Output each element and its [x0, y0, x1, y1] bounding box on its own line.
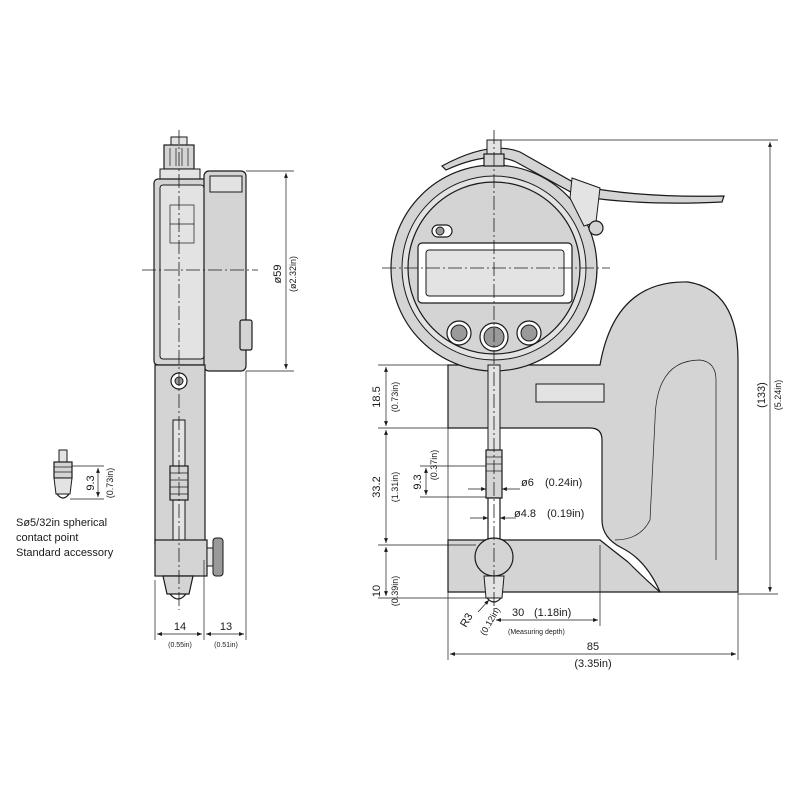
total-height-label: (133): [756, 382, 768, 408]
depth-note: (Measuring depth): [508, 629, 565, 636]
accessory-note-line2: contact point: [16, 532, 78, 544]
upper-gap-label: 18.5: [371, 386, 383, 407]
throat-height-label: 33.2: [371, 476, 383, 497]
radius-label: R3: [458, 611, 475, 629]
depth-label: 30: [512, 607, 524, 619]
total-width-label: 85: [587, 641, 599, 653]
anvil-height-label: 10: [371, 585, 383, 597]
width-a-label: 14: [174, 621, 186, 633]
accessory-note-line3: Standard accessory: [16, 547, 114, 559]
spindle-travel-inch-label: (0.37in): [429, 450, 439, 481]
tip-diameter-label: ø4.8: [514, 508, 536, 520]
dial-diameter-inch-label: (ø2.32in): [288, 256, 298, 292]
width-a-inch-label: (0.55in): [168, 642, 192, 649]
radius-inch-label: (0.12in): [478, 606, 502, 637]
top-knob: [159, 136, 201, 180]
spherical-contact-point: 9.3 (0.73in) Sø5/32in spherical contact …: [16, 449, 115, 559]
anvil-height-inch-label: (0.39in): [390, 576, 400, 607]
width-b-inch-label: (0.51in): [214, 642, 238, 649]
side-view: ø59 (ø2.32in) 14 (0.55in) 13 (0.51in): [142, 130, 298, 649]
upper-gap-inch-label: (0.73in): [390, 382, 400, 413]
total-height-inch-label: (5.24in): [773, 380, 783, 411]
total-width-inch-label: (3.35in): [574, 658, 611, 670]
depth-inch-label: (1.18in): [534, 607, 571, 619]
accessory-height-label: 9.3: [85, 475, 97, 490]
width-b-label: 13: [220, 621, 232, 633]
accessory-height-inch-label: (0.73in): [105, 468, 115, 499]
throat-height-inch-label: (1.31in): [390, 472, 400, 503]
spindle-travel-label: 9.3: [412, 474, 424, 489]
spindle-diameter-label: ø6: [521, 477, 534, 489]
dial-diameter-label: ø59: [272, 265, 284, 284]
spindle-diameter-inch-label: (0.24in): [545, 477, 582, 489]
side-bezel: [203, 170, 247, 372]
front-view: (133) (5.24in) 18.5 (0.73in) 33.2 (1.31i…: [371, 130, 783, 670]
tip-diameter-inch-label: (0.19in): [547, 508, 584, 520]
accessory-note-line1: Sø5/32in spherical: [16, 517, 107, 529]
